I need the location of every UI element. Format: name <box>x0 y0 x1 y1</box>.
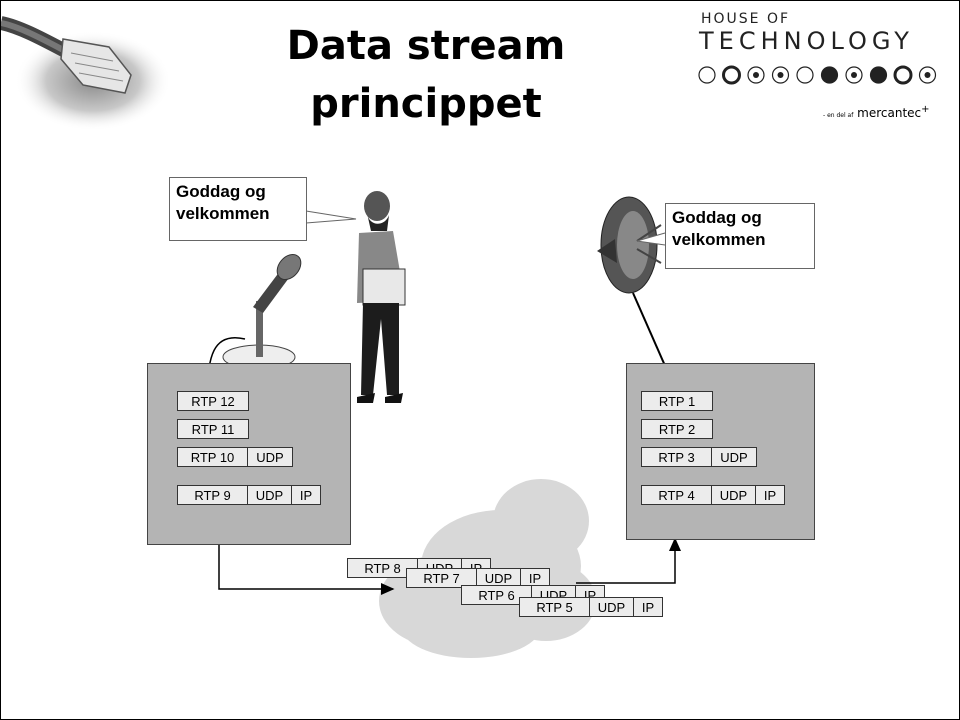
logo-dot <box>796 66 814 84</box>
receiver-bubble-tail <box>636 232 666 246</box>
packet-rtp-header: RTP 4 <box>642 486 712 504</box>
logo-dot-center <box>777 72 784 78</box>
sender-speech-bubble: Goddag og velkommen <box>169 177 307 241</box>
receiver-packet: RTP 3 UDP <box>641 447 757 467</box>
speaker-icon <box>597 196 662 294</box>
network-cable-icon <box>1 16 171 131</box>
logo-sub-prefix: - en del af <box>823 112 854 119</box>
logo-main-text: TECHNOLOGY <box>699 27 914 55</box>
logo-dot <box>893 65 913 85</box>
packet-udp-header: UDP <box>590 598 634 616</box>
packet-rtp-header: RTP 10 <box>178 448 248 466</box>
logo-top-text: HOUSE OF <box>701 11 791 27</box>
packet-rtp-header: RTP 5 <box>520 598 590 616</box>
packet-rtp-header: RTP 3 <box>642 448 712 466</box>
title-line-2: princippet <box>310 81 542 127</box>
packet-ip-header: IP <box>299 487 313 503</box>
packet-udp-header: UDP <box>477 569 521 587</box>
logo-dot-center <box>851 72 857 78</box>
sender-packet: RTP 11 <box>177 419 249 439</box>
logo-dot <box>722 65 741 85</box>
slide-title: Data stream princippet <box>241 17 611 133</box>
person-icon <box>357 191 406 403</box>
logo-dot <box>698 66 716 84</box>
packet-rtp-header: RTP 7 <box>407 569 477 587</box>
sender-packet: RTP 12 <box>177 391 249 411</box>
packet-rtp-header: RTP 2 <box>658 421 696 437</box>
logo-dot <box>869 66 888 84</box>
logo-dot-center <box>924 72 931 78</box>
receiver-speech-line-1: Goddag og <box>672 208 762 227</box>
packet-rtp-header: RTP 12 <box>191 393 235 409</box>
packet-udp-header: UDP <box>712 486 756 504</box>
sender-bubble-tail <box>305 210 357 224</box>
receiver-speech-bubble: Goddag og velkommen <box>665 203 815 269</box>
packet-rtp-header: RTP 9 <box>178 486 248 504</box>
packet-ip-header: IP <box>528 570 542 586</box>
packet-ip-header: IP <box>641 599 655 615</box>
receive-arrow <box>576 537 681 584</box>
logo-dots <box>698 65 937 85</box>
packet-udp-header: UDP <box>720 449 748 465</box>
packet-rtp-header: RTP 6 <box>462 586 532 604</box>
receiver-packet: RTP 2 <box>641 419 713 439</box>
sender-speech-line-2: velkommen <box>176 204 270 223</box>
logo-sub-brand: mercantec <box>857 106 922 120</box>
sender-packet: RTP 10 UDP <box>177 447 293 467</box>
sender-speech-line-1: Goddag og <box>176 182 266 201</box>
send-arrow <box>218 543 395 595</box>
logo-dot <box>820 66 839 84</box>
packet-udp-header: UDP <box>248 486 292 504</box>
packet-rtp-header: RTP 1 <box>658 393 696 409</box>
logo-dot-center <box>753 72 759 78</box>
receiver-speech-line-2: velkommen <box>672 230 766 249</box>
packet-udp-header: UDP <box>256 449 284 465</box>
logo-sub-text: - en del af mercantec+ <box>823 104 930 120</box>
packet-ip-header: IP <box>763 487 777 503</box>
title-line-1: Data stream <box>286 23 566 69</box>
packet-rtp-header: RTP 11 <box>191 421 235 437</box>
receiver-packet: RTP 1 <box>641 391 713 411</box>
